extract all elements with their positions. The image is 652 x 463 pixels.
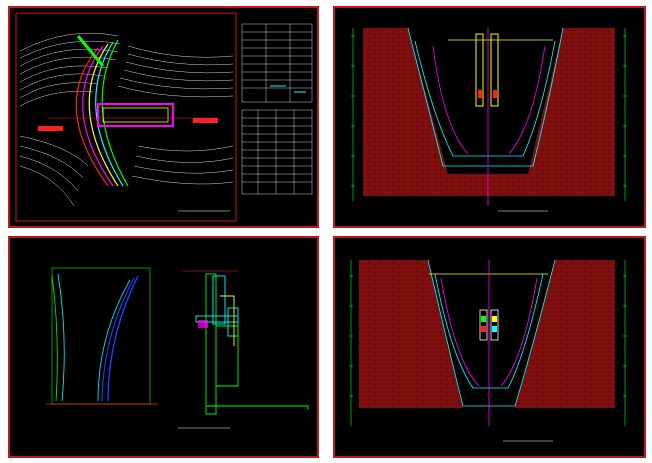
drawing-sheet-plan[interactable] xyxy=(8,6,319,228)
elevation-drawing xyxy=(8,236,319,458)
drawing-sheet-section-1[interactable] xyxy=(333,6,646,228)
plan-drawing xyxy=(8,6,319,228)
section-1-drawing xyxy=(333,6,646,228)
drawing-sheet-elevation[interactable] xyxy=(8,236,319,458)
drawing-sheet-section-2[interactable] xyxy=(333,236,646,458)
section-2-drawing xyxy=(333,236,646,458)
